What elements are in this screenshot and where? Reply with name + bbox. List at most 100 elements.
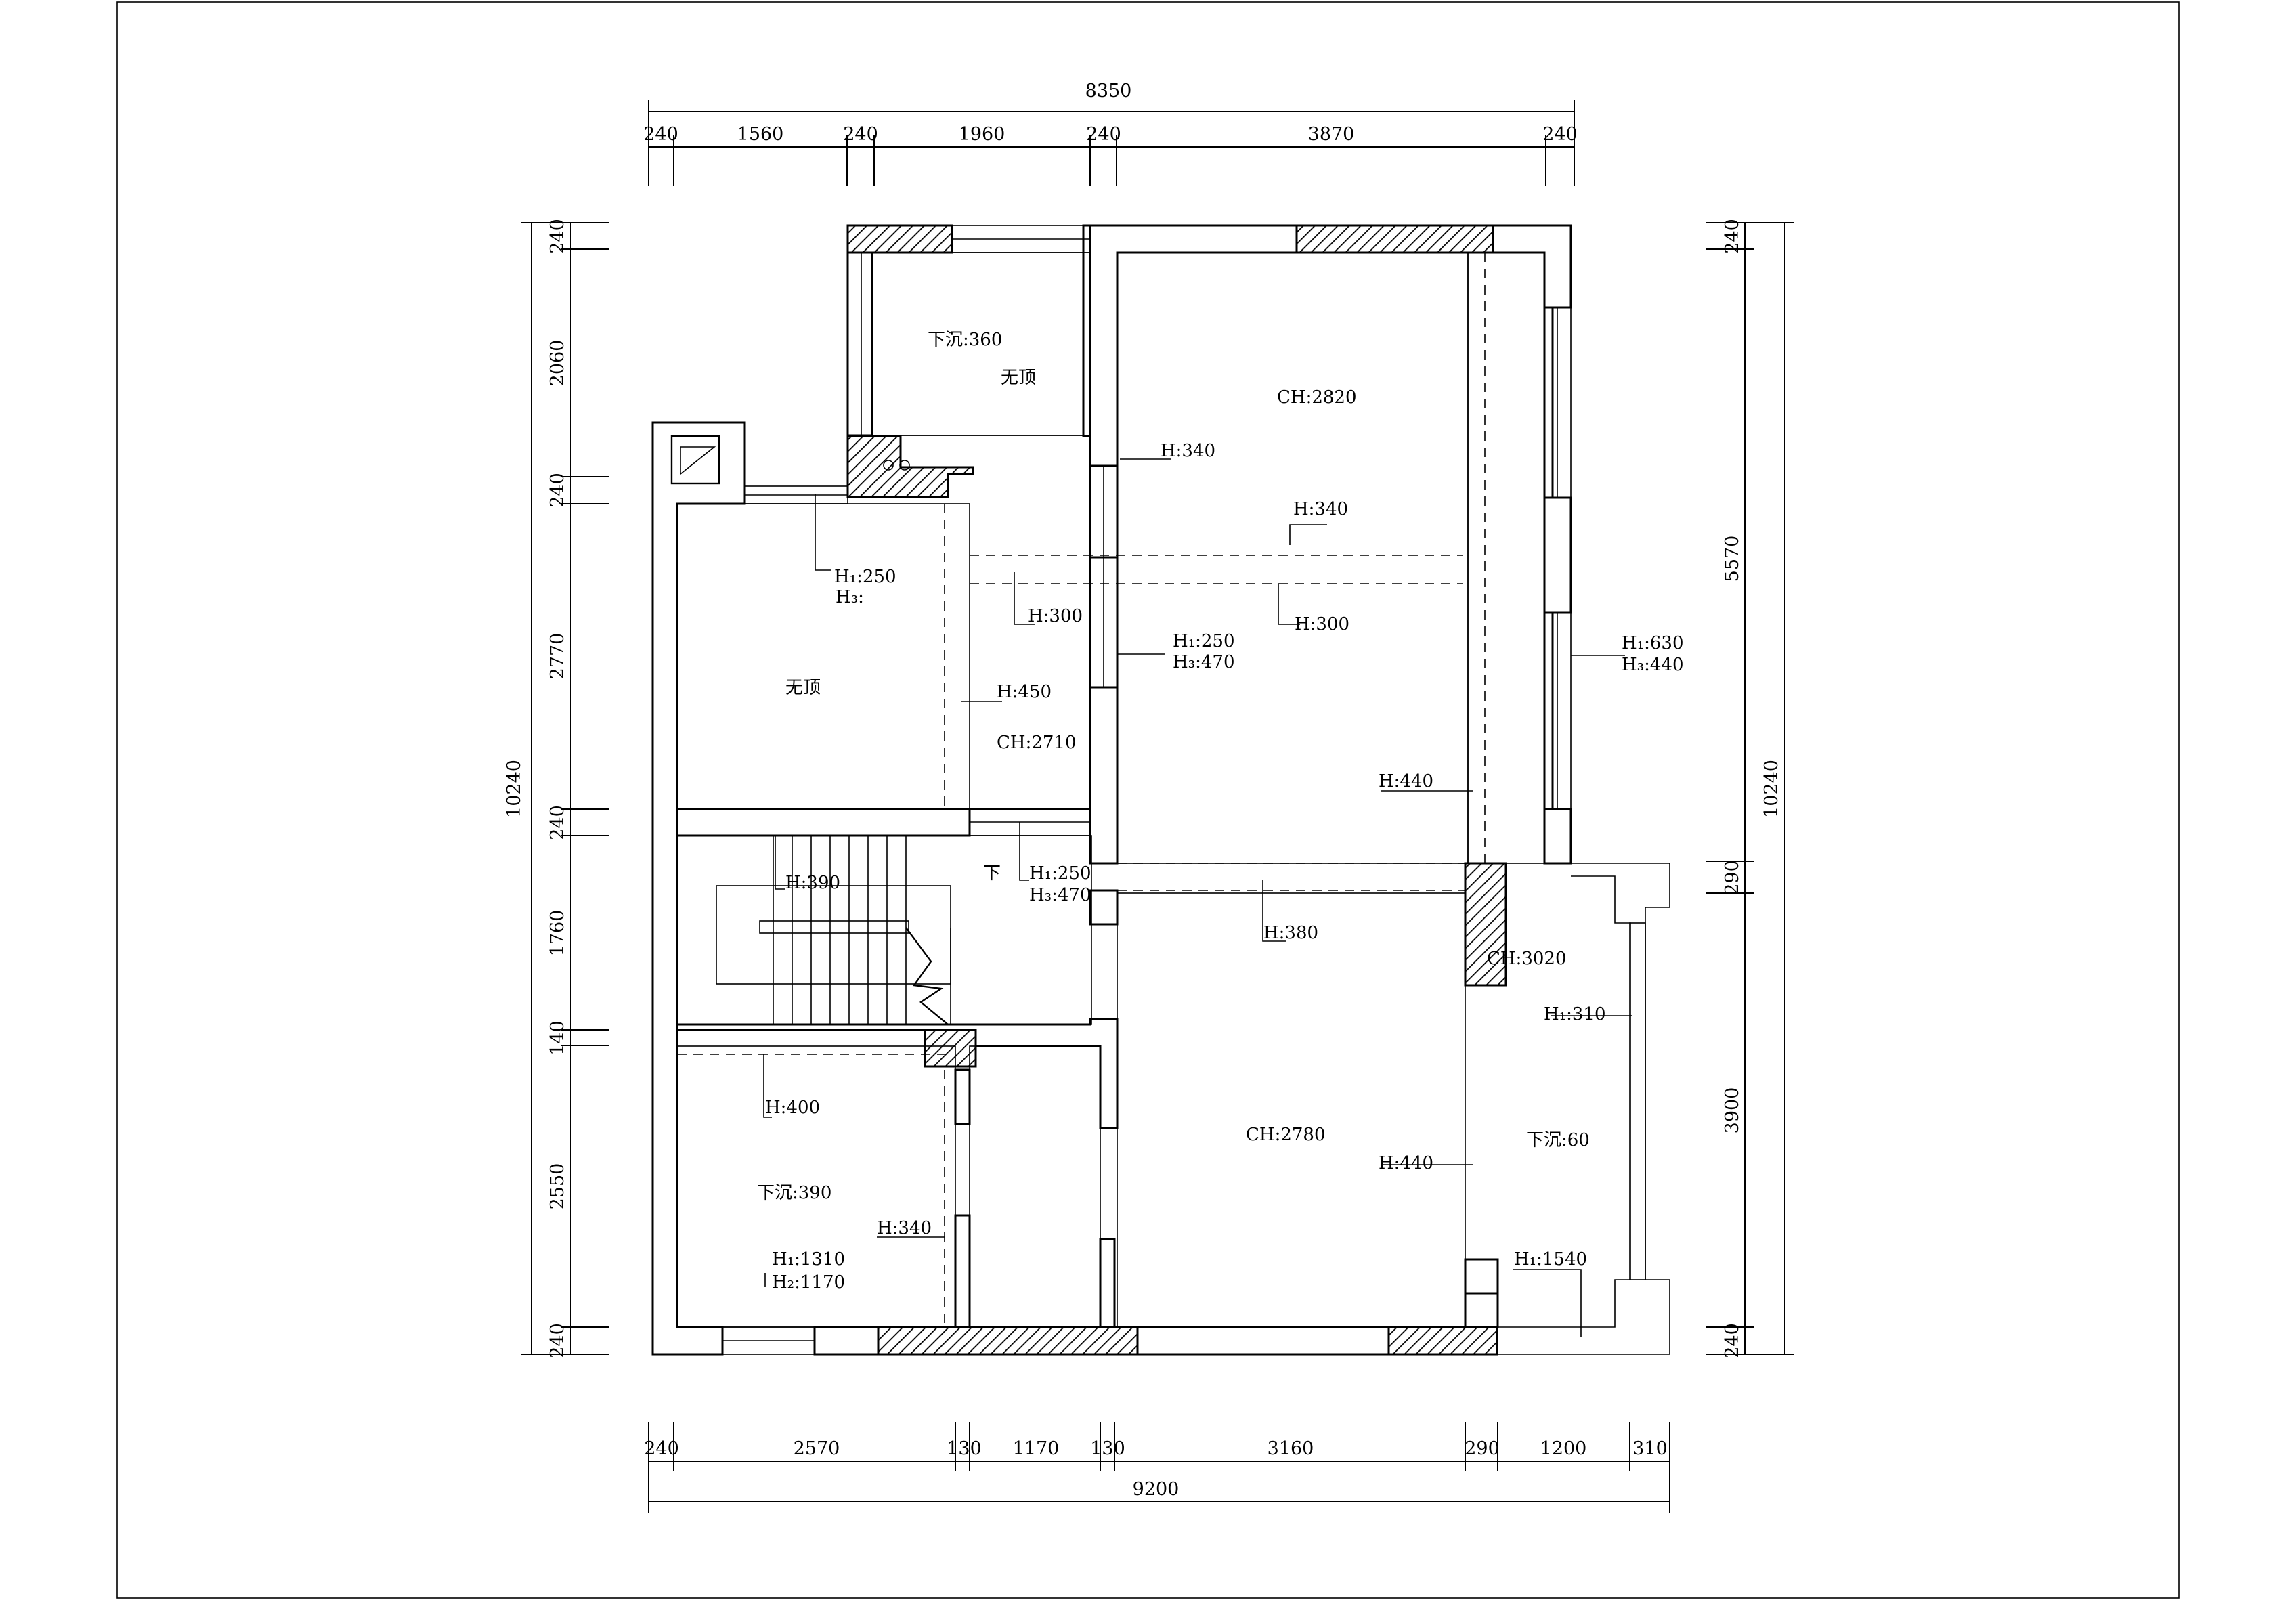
label-h-440-a: H:440 (1379, 771, 1433, 792)
dim-bottom-seg: 1200 (1540, 1438, 1587, 1459)
label-h-380: H:380 (1263, 923, 1318, 943)
label-ch-2780: CH:2780 (1246, 1125, 1326, 1145)
dim-bottom-seg: 290 (1465, 1438, 1500, 1459)
label-h2-1170: H₂:1170 (772, 1272, 845, 1293)
staircase (716, 836, 951, 1025)
dim-left-seg: 240 (547, 473, 568, 508)
wall-stair-block (676, 1018, 1119, 1129)
label-ch-2710: CH:2710 (997, 733, 1077, 753)
leaders (763, 458, 1632, 1337)
dim-right-seg: 290 (1722, 860, 1743, 895)
label-no-ceiling-a: 无顶 (1001, 368, 1036, 388)
wall-outer-left (651, 421, 746, 1356)
wall-bottom-left (813, 1326, 880, 1356)
dim-bottom-seg: 1170 (1013, 1438, 1060, 1459)
label-ch-3020: CH:3020 (1487, 949, 1567, 969)
label-h-340-b: H:340 (1293, 499, 1348, 519)
balcony-inner (1498, 875, 1631, 1328)
dim-bottom-seg: 2570 (794, 1438, 840, 1459)
label-h-300-b: H:300 (1295, 614, 1349, 634)
dimension-right: 10240 240 5570 290 3900 240 (1706, 219, 1794, 1358)
dim-right-seg: 240 (1722, 219, 1743, 254)
wall-bottom-mid (1136, 1326, 1390, 1356)
label-h3-440: H₃:440 (1622, 655, 1683, 675)
label-h-450: H:450 (997, 682, 1052, 702)
label-h-340-c: H:340 (877, 1218, 932, 1238)
dim-left-seg: 1760 (547, 910, 568, 957)
label-ch-2820: CH:2820 (1277, 387, 1357, 408)
wall-pillar-low (1099, 1238, 1116, 1328)
label-h1-1310: H₁:1310 (772, 1249, 845, 1270)
drain-icon (883, 460, 894, 471)
dim-bottom-seg: 3160 (1268, 1438, 1314, 1459)
dim-right-total: 10240 (1761, 760, 1782, 818)
dim-top-total: 8350 (1085, 81, 1132, 102)
label-h-440-b: H:440 (1379, 1153, 1433, 1173)
dim-right-seg: 3900 (1722, 1087, 1743, 1134)
room-labels: 下沉:360 无顶 CH:2820 H:340 H:340 H₁:250 H₃:… (757, 330, 1683, 1293)
wall-east-pillar-b (1464, 1292, 1499, 1328)
dim-top-seg: 1560 (737, 124, 784, 145)
dim-top-seg: 240 (1542, 124, 1578, 145)
wall-bedroom-partition (954, 1068, 971, 1125)
wall-bedroom-partition-b (954, 1214, 971, 1328)
label-down: 下 (983, 863, 1001, 884)
wall-divider-upper (846, 251, 873, 437)
sheet-frame (116, 1, 2180, 1599)
wall-living-left-low (1089, 889, 1119, 926)
dim-right-seg: 240 (1722, 1323, 1743, 1358)
balcony-outline (1498, 863, 1670, 1355)
dim-left-seg: 2770 (547, 633, 568, 680)
dim-bottom-seg: 240 (644, 1438, 679, 1459)
utility-shaft (670, 435, 720, 485)
label-h1-250-c: H₁:250 (1029, 863, 1091, 884)
wall-right-lower (1543, 808, 1572, 865)
label-h1-1540: H₁:1540 (1514, 1249, 1587, 1270)
dim-top-seg: 3870 (1308, 124, 1355, 145)
label-h-400: H:400 (765, 1098, 820, 1118)
label-h1-310: H₁:310 (1544, 1004, 1605, 1024)
label-no-ceiling-b: 无顶 (785, 678, 821, 698)
label-h3-blank: H₃: (836, 587, 864, 607)
dimension-bottom: 9200 240 2570 130 1170 130 3160 290 1200… (644, 1422, 1670, 1513)
wall-east-frame-b (1543, 611, 1554, 810)
dim-left-seg: 240 (547, 805, 568, 840)
dim-top-seg: 240 (1086, 124, 1121, 145)
dim-top-seg: 240 (643, 124, 678, 145)
wall-living-left-mid (1089, 686, 1119, 865)
structural-columns (846, 224, 1507, 1356)
label-h3-470-a: H₃:470 (1173, 652, 1234, 672)
label-h1-250-b: H₁:250 (1173, 631, 1234, 651)
dim-bottom-seg: 310 (1632, 1438, 1668, 1459)
label-sink-390: 下沉:390 (757, 1183, 831, 1203)
dim-bottom-seg: 130 (947, 1438, 982, 1459)
wall-east-frame (1543, 306, 1554, 499)
wall-stair-top (676, 808, 971, 837)
dim-left-seg: 240 (547, 219, 568, 254)
wall-east-pillar (1464, 1258, 1499, 1295)
dim-right-seg: 5570 (1722, 536, 1743, 582)
label-h-300-a: H:300 (1028, 606, 1083, 626)
ceiling-lines (677, 253, 1486, 1327)
dimension-top: 8350 240 1560 240 1960 240 3870 240 (643, 81, 1578, 186)
label-h-390: H:390 (785, 873, 840, 893)
dim-top-seg: 1960 (959, 124, 1005, 145)
dim-left-seg: 2060 (547, 340, 568, 387)
dim-bottom-seg: 130 (1090, 1438, 1125, 1459)
dim-left-total: 10240 (504, 760, 525, 818)
dim-left-seg: 2550 (547, 1163, 568, 1210)
drain-icon (899, 460, 910, 471)
windows (722, 225, 1646, 1355)
wall-right-seg (1543, 496, 1572, 614)
dim-bottom-total: 9200 (1133, 1479, 1179, 1500)
dim-left-seg: 140 (547, 1020, 568, 1056)
label-h3-470-b: H₃:470 (1029, 885, 1091, 905)
label-sink-360: 下沉:360 (928, 330, 1002, 350)
label-h-340-a: H:340 (1161, 441, 1215, 461)
label-sink-60: 下沉:60 (1526, 1130, 1590, 1150)
dimension-left: 10240 240 2060 240 2770 240 1760 140 255… (504, 219, 609, 1358)
dim-top-seg: 240 (843, 124, 878, 145)
label-h1-250-a: H₁:250 (834, 567, 896, 587)
dim-left-seg: 240 (547, 1323, 568, 1358)
